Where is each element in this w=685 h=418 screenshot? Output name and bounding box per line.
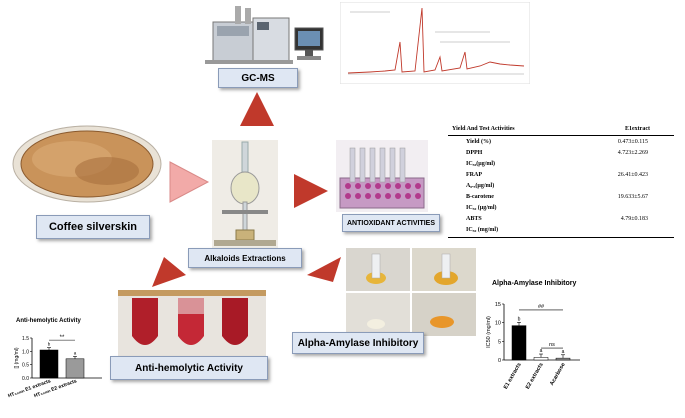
table-title: Yield And Test Activities [452,126,515,132]
y-tick-label: 5 [498,339,501,345]
gcms-instrument-image [205,6,324,64]
table-row-label: DPPH [466,149,483,156]
y-tick-label: 1.5 [22,336,29,342]
table-row: FRAP 26.41±0.423 [448,169,674,180]
bar [511,325,527,361]
table-row-value: 4.723±2.269 [617,149,648,156]
significance-top: ## [538,304,545,310]
arrow-right-alpha [307,257,341,282]
table-row: ABTS 4.79±0.183 [448,213,674,224]
anti-hemolytic-label: Anti-hemolytic Activity [110,356,268,380]
significance-letter: a [74,350,77,355]
arrow-down-left-hemolytic [152,257,186,287]
y-tick-label: 1.0 [22,349,29,355]
bar [533,357,549,361]
bar [39,349,59,379]
table-row-label: ABTS [466,215,482,222]
table-row: IC₅₀(µg/ml) [448,158,674,169]
table-row-label: Yield (%) [466,138,491,145]
coffee-silverskin-label: Coffee silverskin [36,215,150,239]
extraction-apparatus-image [212,140,278,248]
anti-hemolytic-tubes-image [118,290,266,356]
table-row-label: B-carotene [466,193,494,200]
table-row-label: FRAP [466,171,482,178]
y-axis-label: IC50 (mg/ml) [486,316,492,348]
table-row-value: 19.633±5.67 [617,193,648,200]
category-label: Acarbose [549,362,567,387]
significance-top: ** [60,335,65,341]
significance-letter: b [48,342,51,347]
bar [555,357,571,361]
y-axis-label: [] (mg/ml) [14,347,20,368]
alkaloids-extraction-label: Alkaloids Extractions [188,248,302,268]
category-label: E2 extracts [525,362,545,390]
table-row: Yield (%) 0.473±0.115 [448,136,674,147]
coffee-silverskin-image [12,125,162,203]
category-label: E1 extracts [503,362,523,390]
y-tick-label: 10 [495,321,501,327]
arrow-right-antioxidant [294,174,328,208]
arrow-up-gcms [240,92,274,126]
table-row-label: IC₅₀ (µg/ml) [466,204,497,211]
antioxidant-label: ANTIOXIDANT ACTIVITIES [342,214,440,232]
arrow-right-light [169,161,210,203]
significance-letter: a [562,349,565,355]
alpha-amylase-label: Alpha-Amylase Inhibitory [292,332,424,354]
y-tick-label: 0.0 [22,376,29,382]
table-column-header: E1extract [625,126,650,132]
table-row: DPPH 4.723±2.269 [448,147,674,158]
significance-letter: a [540,348,543,354]
bar [65,358,85,379]
table-row-value: 4.79±0.183 [620,215,648,222]
table-row: A₀.₅(µg/ml) [448,180,674,191]
chromatogram-image [340,2,530,84]
significance-mid: ns [549,342,555,348]
alpha-amylase-images [346,248,476,336]
table-row-label: IC₅₀(µg/ml) [466,160,496,167]
y-tick-label: 0.5 [22,363,29,369]
table-row: IC₅₀ (mg/ml) [448,224,674,235]
significance-letter: b [518,316,521,322]
table-row-value: 0.473±0.115 [617,138,648,145]
table-row-label: IC₅₀ (mg/ml) [466,226,499,233]
antioxidant-plate-image [336,140,428,212]
table-row-label: A₀.₅(µg/ml) [466,182,495,189]
y-tick-label: 15 [495,302,501,308]
y-tick-label: 0 [498,358,501,364]
alpha-chart-title: Alpha-Amylase Inhibitory [492,280,577,287]
gcms-label: GC-MS [218,68,298,88]
table-row: IC₅₀ (µg/ml) [448,202,674,213]
table-row: B-carotene 19.633±5.67 [448,191,674,202]
results-table: Yield And Test Activities E1extract Yiel… [448,126,674,238]
hemolytic-chart-title: Anti-hemolytic Activity [16,318,81,324]
table-row-value: 26.41±0.423 [617,171,648,178]
